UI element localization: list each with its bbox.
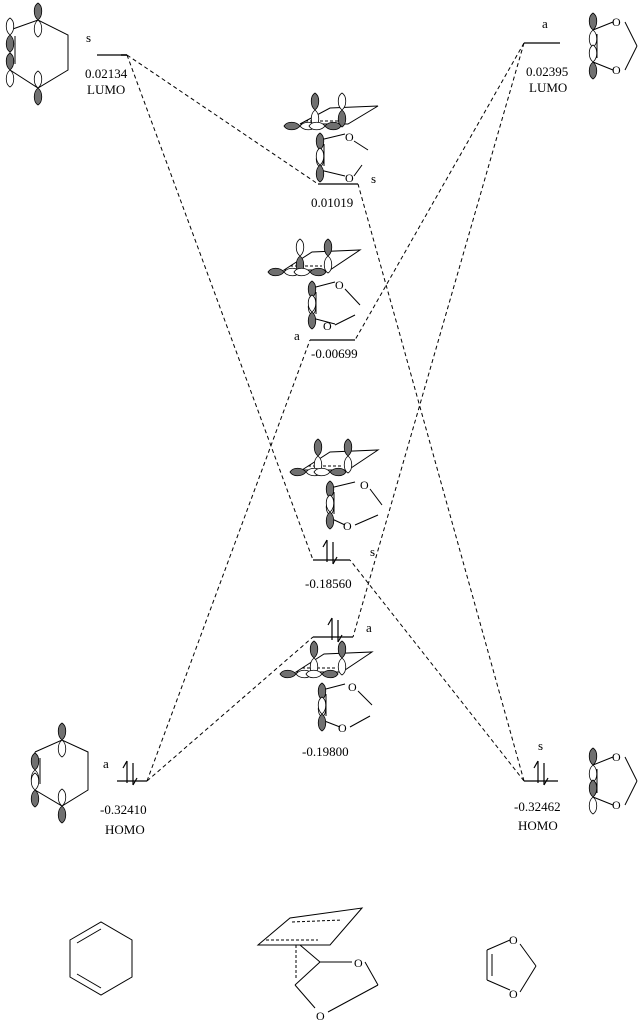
corr-dioxole-homo-ts1 <box>357 183 525 782</box>
dioxole-structure: O O <box>486 933 537 1001</box>
atom-oxygen: O <box>360 478 369 492</box>
atom-oxygen: O <box>338 721 347 735</box>
sym-diene-lumo: s <box>86 30 91 45</box>
atom-oxygen: O <box>316 1009 325 1023</box>
corr-dioxole-lumo-ts4 <box>352 42 525 638</box>
atom-oxygen: O <box>612 63 621 77</box>
corr-dioxole-homo-ts3 <box>349 559 525 782</box>
ts-2-orbital: O O <box>267 238 362 333</box>
atom-oxygen: O <box>509 987 518 1001</box>
corr-diene-homo-ts4 <box>146 636 314 782</box>
energy-ts-3: -0.18560 <box>305 576 352 591</box>
sym-ts-3: s <box>370 544 375 559</box>
tag-dioxole-lumo: LUMO <box>529 80 567 95</box>
diene-lumo-orbital <box>5 2 69 106</box>
atom-oxygen: O <box>343 519 352 533</box>
sym-ts-4: a <box>366 620 372 635</box>
energy-dioxole-homo: -0.32462 <box>514 799 561 814</box>
corr-diene-lumo-ts1 <box>126 54 319 185</box>
sym-ts-2: a <box>294 328 300 343</box>
corr-diene-homo-ts2 <box>146 339 311 782</box>
corr-diene-lumo-ts3 <box>126 54 314 561</box>
ts-4-orbital: O O <box>279 640 374 735</box>
energy-diene-lumo: 0.02134 <box>85 66 128 81</box>
atom-oxygen: O <box>612 750 621 764</box>
cyclohexadiene-structure <box>69 921 133 996</box>
tag-diene-homo: HOMO <box>105 822 145 837</box>
tag-diene-lumo: LUMO <box>87 82 125 97</box>
energy-diene-homo: -0.32410 <box>100 802 147 817</box>
atom-oxygen: O <box>509 933 518 947</box>
energy-ts-2: -0.00699 <box>311 346 358 361</box>
atom-oxygen: O <box>335 278 344 292</box>
dioxole-lumo-orbital: O O <box>588 12 638 80</box>
atom-oxygen: O <box>612 15 621 29</box>
atom-oxygen: O <box>354 956 363 970</box>
tag-dioxole-homo: HOMO <box>518 818 558 833</box>
sym-ts-1: s <box>371 171 376 186</box>
sym-dioxole-homo: s <box>538 738 543 753</box>
level-labels: s 0.02134 LUMO a 0.02395 LUMO s 0.01019 … <box>85 16 568 837</box>
ts-1-orbital: O O <box>283 92 379 185</box>
atom-oxygen: O <box>612 798 621 812</box>
sym-dioxole-lumo: a <box>542 16 548 31</box>
energy-dioxole-lumo: 0.02395 <box>526 64 568 79</box>
transition-state-structure: O O <box>256 907 379 1023</box>
energy-ts-1: 0.01019 <box>311 195 353 210</box>
diene-homo-orbital <box>30 722 89 824</box>
electron-pair-icon <box>327 617 343 643</box>
energy-levels <box>97 42 560 782</box>
ts-3-orbital: O O <box>289 438 383 533</box>
correlation-lines <box>126 42 525 782</box>
atom-oxygen: O <box>348 680 357 694</box>
atom-oxygen: O <box>345 171 354 185</box>
energy-ts-4: -0.19800 <box>302 744 349 759</box>
sym-diene-homo: a <box>103 756 109 771</box>
corr-dioxole-lumo-ts2 <box>354 42 525 341</box>
atom-oxygen: O <box>345 130 354 144</box>
dioxole-homo-orbital: O O <box>588 747 638 815</box>
atom-oxygen: O <box>323 319 332 333</box>
